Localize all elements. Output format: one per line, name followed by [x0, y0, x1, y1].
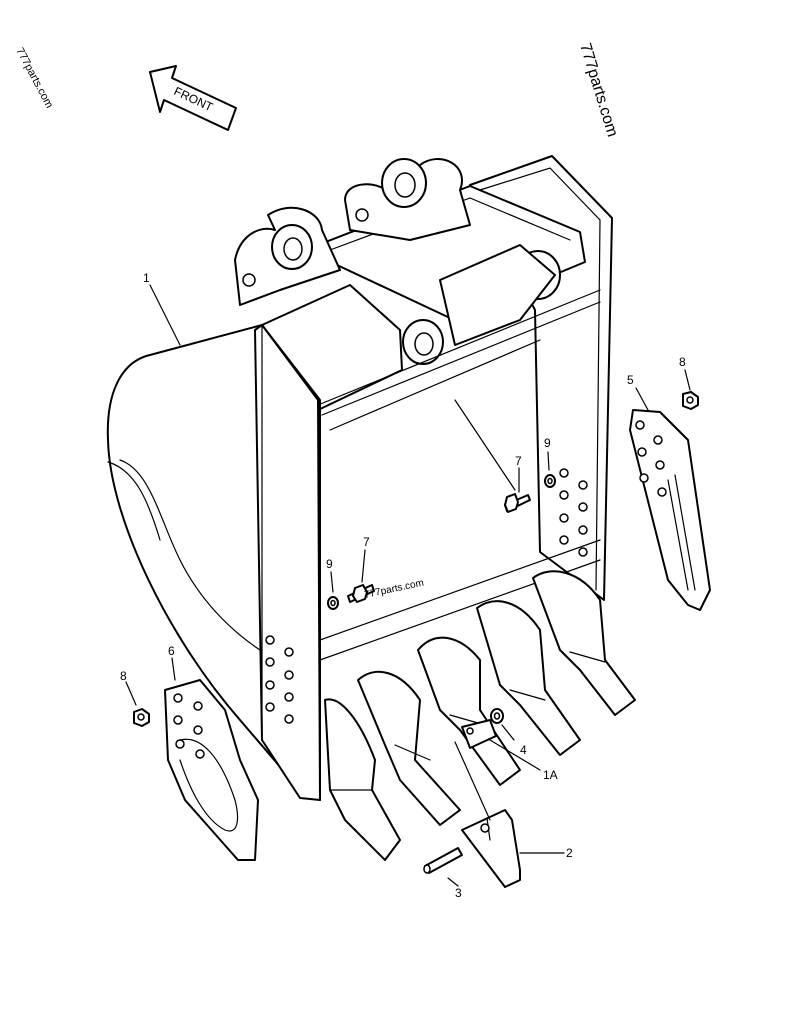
callouts: 1 2 3 4 1A 5 6 7 7 8 8 9 9 — [120, 271, 686, 900]
watermark-top-right: 777parts.com — [576, 41, 621, 139]
washer-left — [327, 596, 339, 610]
watermark-center: 777parts.com — [363, 578, 425, 601]
tooth-1 — [324, 698, 401, 861]
tooth-2 — [357, 670, 461, 826]
nut-right — [682, 391, 699, 410]
leader-lines — [125, 284, 691, 887]
bolt-right — [504, 493, 531, 513]
callout-2: 2 — [566, 846, 573, 860]
tooth-5 — [532, 570, 636, 716]
tooth-4 — [476, 600, 581, 756]
adapter-1A — [461, 719, 497, 749]
callout-9-left: 9 — [326, 557, 333, 571]
tooth-pin — [423, 847, 463, 874]
washer-right — [544, 474, 556, 488]
callout-7-left: 7 — [363, 535, 370, 549]
watermark-top-left: 777parts.com — [13, 46, 55, 110]
tooth-2-detached — [461, 809, 521, 888]
callout-7-right: 7 — [515, 454, 522, 468]
callout-9-right: 9 — [544, 436, 551, 450]
callout-5: 5 — [627, 373, 634, 387]
side-holes-left — [265, 635, 294, 724]
side-holes-right — [559, 468, 588, 557]
callout-1A: 1A — [543, 768, 558, 782]
bolt-left — [347, 584, 375, 603]
nut-left — [133, 708, 150, 727]
callout-1: 1 — [143, 271, 150, 285]
callout-8-right: 8 — [679, 355, 686, 369]
callout-8-left: 8 — [120, 669, 127, 683]
callout-3: 3 — [455, 886, 462, 900]
callout-6: 6 — [168, 644, 175, 658]
callout-4: 4 — [520, 743, 527, 757]
lock-washer — [490, 708, 504, 724]
front-arrow: FRONT — [149, 65, 237, 131]
side-cutter-left — [164, 679, 259, 861]
side-cutter-right — [629, 409, 711, 611]
bucket-body — [106, 155, 613, 801]
bucket-teeth — [324, 570, 636, 861]
